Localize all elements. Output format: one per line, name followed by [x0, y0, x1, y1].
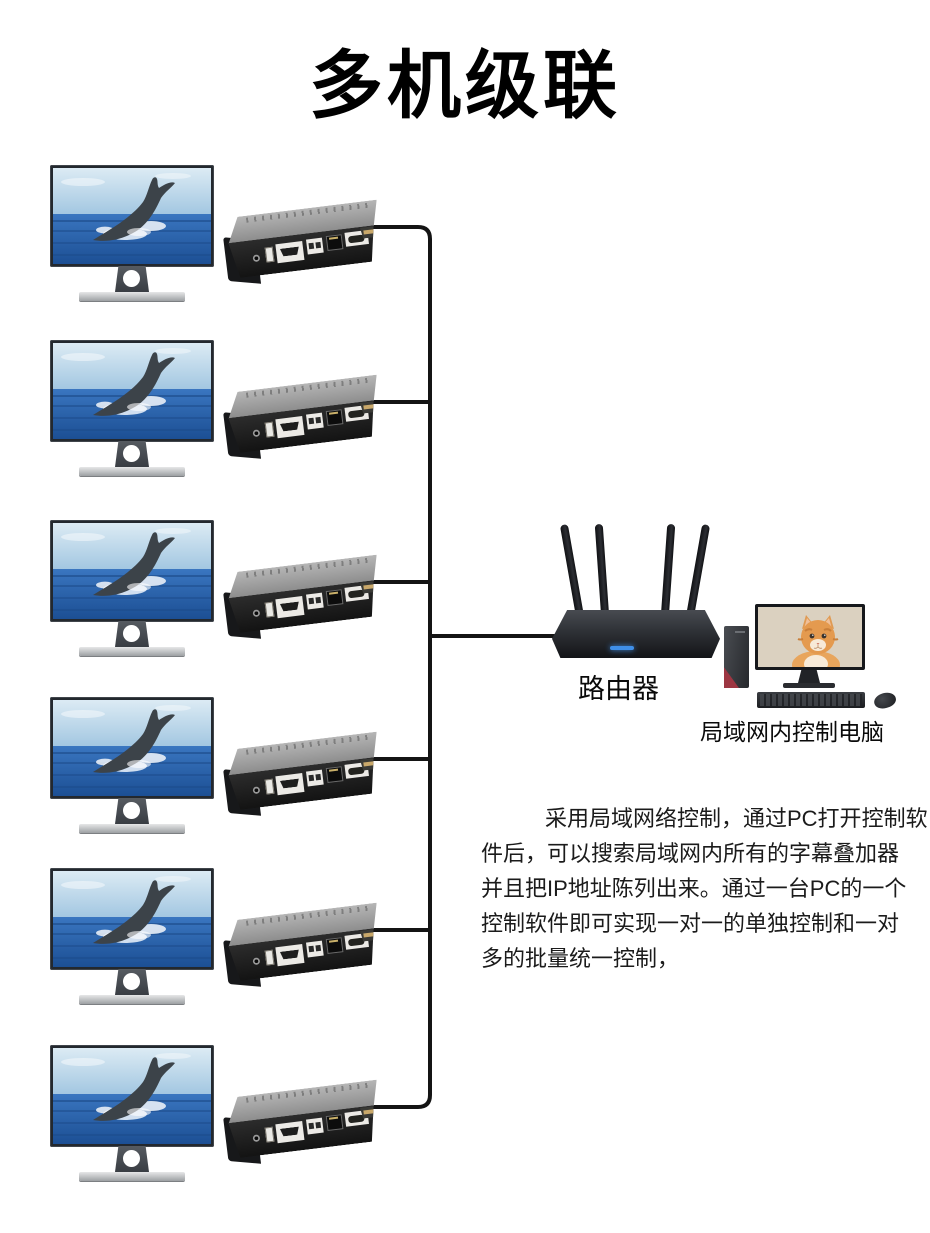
- monitor-stand: [115, 798, 149, 824]
- router-led: [610, 646, 634, 650]
- router: [552, 512, 720, 664]
- monitor-base: [79, 1172, 185, 1181]
- hdmi-in-port: [275, 773, 304, 795]
- monitor-base: [79, 647, 185, 656]
- aux-ports: [306, 238, 324, 255]
- monitor-6: [50, 1045, 214, 1181]
- monitor-2: [50, 340, 214, 476]
- router-antenna: [594, 523, 610, 619]
- ethernet-port: [326, 937, 344, 954]
- monitor-3: [50, 520, 214, 656]
- ethernet-port: [326, 589, 344, 606]
- caption-overlay-device-6: [223, 1089, 382, 1167]
- router-antenna: [660, 523, 676, 619]
- router-antenna: [685, 524, 711, 618]
- caption-overlay-device-3: [223, 564, 382, 642]
- monitor-screen-whale-image: [50, 697, 214, 799]
- cascade-row-2: [0, 340, 470, 500]
- pc-monitor-cat-image: [755, 604, 865, 670]
- power-jack: [253, 786, 261, 794]
- mouse: [872, 690, 898, 711]
- ethernet-port: [326, 409, 344, 426]
- aux-ports: [306, 941, 324, 958]
- monitor-base: [79, 467, 185, 476]
- pc-monitor-stand: [798, 670, 820, 683]
- usb-port: [265, 602, 275, 618]
- router-antenna: [559, 524, 585, 618]
- monitor-base: [79, 995, 185, 1004]
- keyboard: [757, 692, 865, 708]
- power-jack: [253, 609, 261, 617]
- power-jack: [253, 429, 261, 437]
- monitor-4: [50, 697, 214, 833]
- hdmi-in-port: [275, 1121, 304, 1143]
- monitor-stand: [115, 1146, 149, 1172]
- monitor-screen-whale-image: [50, 868, 214, 970]
- description-line: 多的批量统一控制，: [481, 946, 680, 971]
- monitor-stand: [115, 969, 149, 995]
- aux-ports: [306, 1118, 324, 1135]
- power-jack: [253, 1134, 261, 1142]
- cascade-row-6: [0, 1045, 470, 1205]
- cascade-row-1: [0, 165, 470, 325]
- pc-label: 局域网内控制电脑: [700, 719, 884, 745]
- caption-overlay-device-5: [223, 912, 382, 990]
- bus-line: [360, 225, 432, 1109]
- usb-port: [265, 422, 275, 438]
- router-label: 路由器: [578, 674, 659, 704]
- pc-tower: [724, 626, 749, 688]
- ethernet-port: [326, 1114, 344, 1131]
- usb-port: [265, 779, 275, 795]
- cascade-row-4: [0, 697, 470, 857]
- usb-port: [265, 950, 275, 966]
- caption-overlay-device-2: [223, 384, 382, 462]
- description-line: 控制软件即可实现一对一的单独控制和一对: [481, 911, 900, 936]
- page-title: 多机级联: [309, 44, 621, 127]
- description-line: 采用局域网络控制，通过PC打开控制软: [545, 806, 928, 831]
- monitor-stand: [115, 441, 149, 467]
- description-line: 并且把IP地址陈列出来。通过一台PC的一个: [481, 876, 907, 901]
- aux-ports: [306, 770, 324, 787]
- usb-port: [265, 247, 275, 263]
- hdmi-in-port: [275, 944, 304, 966]
- power-jack: [253, 957, 261, 965]
- ethernet-port: [326, 766, 344, 783]
- router-body: [552, 610, 720, 658]
- monitor-screen-whale-image: [50, 1045, 214, 1147]
- hdmi-in-port: [275, 596, 304, 618]
- control-pc: [722, 604, 902, 711]
- monitor-stand: [115, 266, 149, 292]
- monitor-base: [79, 292, 185, 301]
- monitor-screen-whale-image: [50, 520, 214, 622]
- cascade-row-5: [0, 868, 470, 1028]
- description-paragraph: 采用局域网络控制，通过PC打开控制软 件后，可以搜索局域网内所有的字幕叠加器 并…: [481, 801, 930, 976]
- ethernet-port: [326, 234, 344, 251]
- monitor-screen-whale-image: [50, 340, 214, 442]
- aux-ports: [306, 413, 324, 430]
- monitor-screen-whale-image: [50, 165, 214, 267]
- usb-port: [265, 1127, 275, 1143]
- description-line: 件后，可以搜索局域网内所有的字幕叠加器: [481, 841, 900, 866]
- cascade-row-3: [0, 520, 470, 680]
- monitor-1: [50, 165, 214, 301]
- power-jack: [253, 254, 261, 262]
- caption-overlay-device-4: [223, 741, 382, 819]
- aux-ports: [306, 593, 324, 610]
- monitor-5: [50, 868, 214, 1004]
- pc-monitor-base: [783, 683, 835, 688]
- hdmi-in-port: [275, 241, 304, 263]
- monitor-stand: [115, 621, 149, 647]
- caption-overlay-device-1: [223, 209, 382, 287]
- hdmi-in-port: [275, 416, 304, 438]
- monitor-base: [79, 824, 185, 833]
